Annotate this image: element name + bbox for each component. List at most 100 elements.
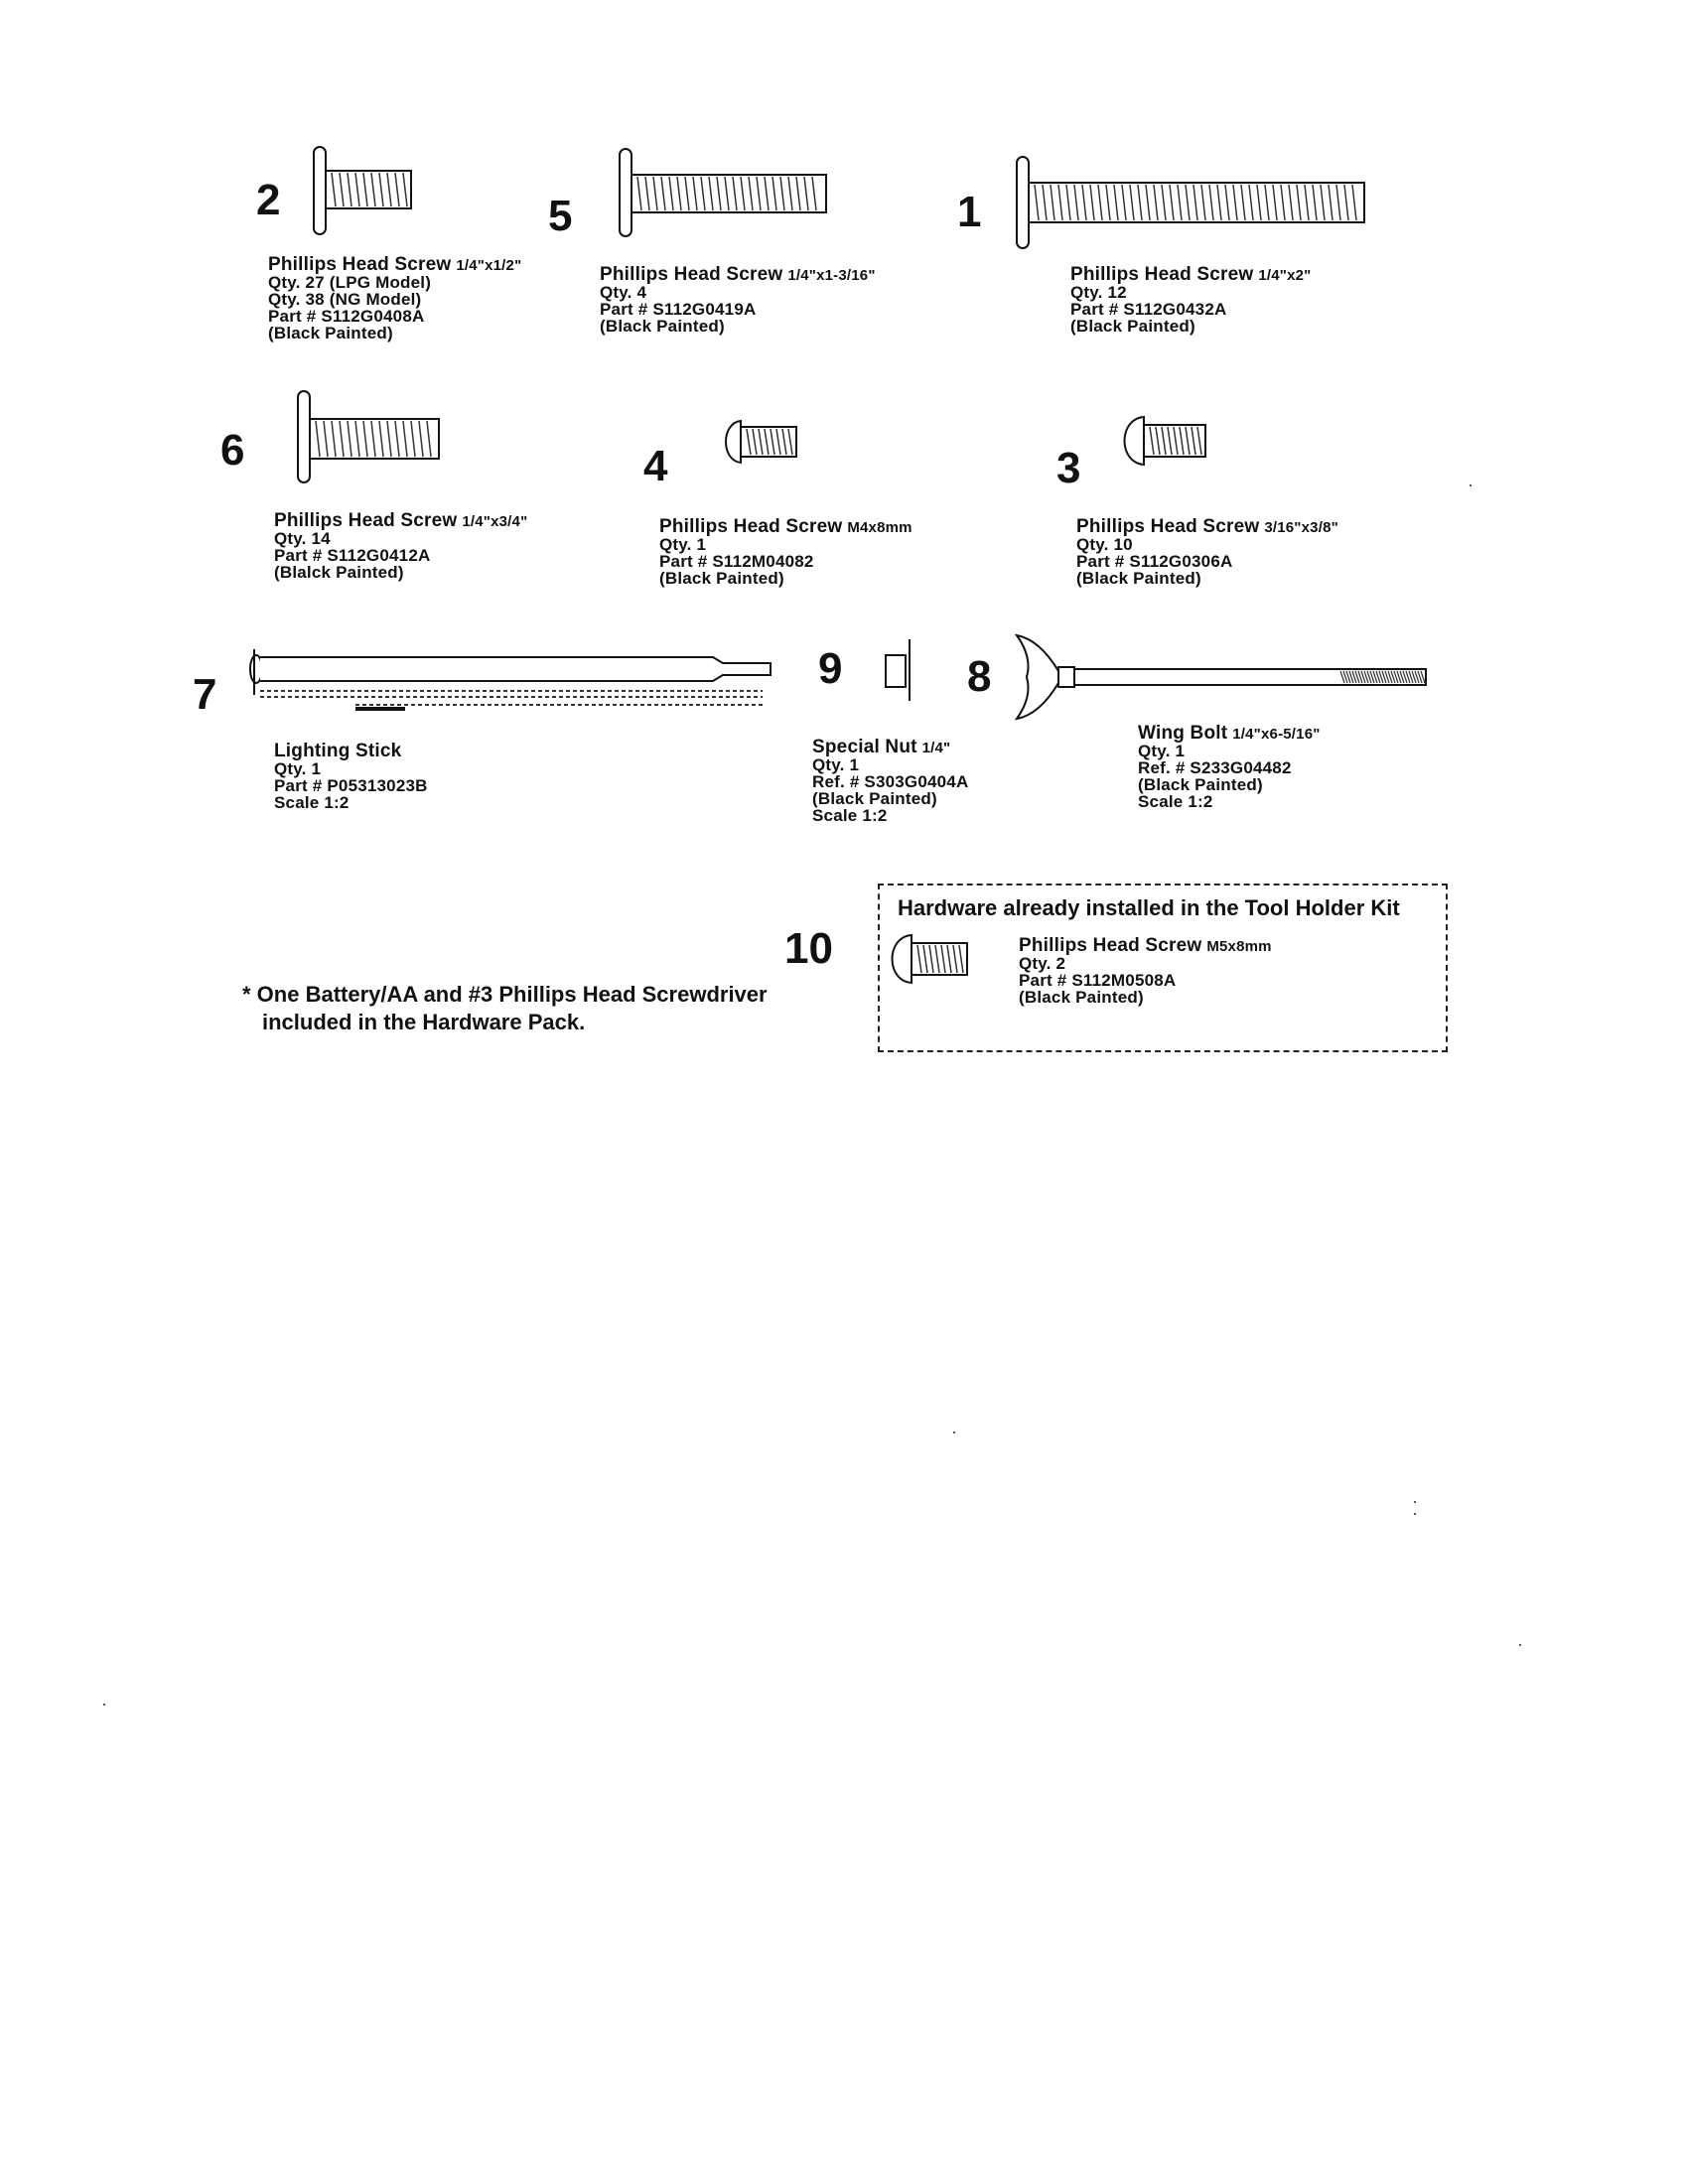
part-5-size: 1/4"x1-3/16" [787, 267, 876, 284]
thread-line [1351, 670, 1357, 684]
part-7-label: Lighting Stick Qty. 1 Part # P05313023B … [274, 741, 428, 811]
thread-line [1256, 184, 1262, 221]
scan-speck [1414, 1501, 1416, 1503]
thread-line [1113, 184, 1119, 221]
note-line-2: included in the Hardware Pack. [262, 1010, 586, 1034]
note-line-1: * One Battery/AA and #3 Phillips Head Sc… [242, 982, 768, 1007]
thread-line [1161, 184, 1167, 221]
thread-line [1196, 426, 1202, 456]
thread-line [758, 428, 764, 456]
part-6-title: Phillips Head Screw [274, 510, 458, 531]
part-1-title: Phillips Head Screw [1070, 264, 1254, 285]
part-4-line: (Black Painted) [659, 569, 784, 588]
part-3-line: Part # S112G0306A [1076, 552, 1233, 571]
part-number-8: 8 [967, 652, 992, 701]
hardware-note: * One Battery/AA and #3 Phillips Head Sc… [242, 981, 768, 1036]
thread-line [1296, 184, 1302, 221]
part-5-line: (Black Painted) [600, 317, 725, 336]
thread-line [746, 428, 752, 456]
part-3-title: Phillips Head Screw [1076, 516, 1260, 537]
part-7-line: Part # P05313023B [274, 776, 428, 795]
part-9-line: Ref. # S303G0404A [812, 772, 969, 791]
thread-line [1224, 184, 1230, 221]
part-1-label: Phillips Head Screw 1/4"x2" Qty. 12 Part… [1070, 264, 1312, 336]
thread-line [1073, 184, 1079, 221]
thread-line [764, 428, 770, 456]
thread-line [1280, 184, 1286, 221]
part-1-line: (Black Painted) [1070, 317, 1195, 336]
thread-line [1232, 184, 1238, 221]
thread-line [1179, 426, 1185, 456]
thread-line [426, 420, 432, 458]
thread-line [1097, 184, 1103, 221]
thread-line [1375, 670, 1381, 684]
part-2-line: Part # S112G0408A [268, 307, 425, 326]
part-8-title: Wing Bolt [1138, 723, 1228, 744]
part-10-line: (Black Painted) [1019, 988, 1144, 1007]
part-7-title: Lighting Stick [274, 741, 402, 761]
thread-line [1399, 670, 1405, 684]
thread-line [339, 420, 345, 458]
thread-line [1153, 184, 1159, 221]
thread-line [916, 944, 922, 974]
thread-line [1378, 670, 1384, 684]
part-6-size: 1/4"x3/4" [462, 513, 528, 530]
thread-line [1342, 670, 1348, 684]
thread-line [1304, 184, 1310, 221]
part-5-line: Qty. 4 [600, 283, 647, 302]
part-3-size: 3/16"x3/8" [1264, 519, 1338, 536]
part-3-line: (Black Painted) [1076, 569, 1201, 588]
thread-line [934, 944, 940, 974]
thread-line [940, 944, 946, 974]
scan-speck [1414, 1513, 1416, 1515]
thread-line [331, 420, 337, 458]
thread-line [1161, 426, 1167, 456]
thread-line [1348, 670, 1354, 684]
part-5-label: Phillips Head Screw 1/4"x1-3/16" Qty. 4 … [600, 265, 876, 336]
part-6-line: (Blalck Painted) [274, 563, 404, 582]
part-10-label: Phillips Head Screw M5x8mm Qty. 2 Part #… [1019, 936, 1272, 1007]
thread-line [323, 420, 329, 458]
thread-line [946, 944, 952, 974]
part-2-line: Qty. 27 (LPG Model) [268, 273, 432, 292]
thread-line [1248, 184, 1254, 221]
thread-line [1335, 184, 1341, 221]
thread-line [1402, 670, 1408, 684]
thread-line [752, 428, 758, 456]
screw-4-icon [725, 419, 797, 465]
thread-line [362, 420, 368, 458]
part-10-line: Qty. 2 [1019, 954, 1066, 973]
thread-line [1149, 426, 1155, 456]
special-nut-icon [885, 639, 911, 701]
thread-line [347, 420, 352, 458]
thread-line [1411, 670, 1417, 684]
thread-line [1185, 426, 1191, 456]
thread-line [1357, 670, 1363, 684]
thread-line [1208, 184, 1214, 221]
part-4-line: Part # S112M04082 [659, 552, 814, 571]
part-10-size: M5x8mm [1206, 938, 1272, 955]
part-4-title: Phillips Head Screw [659, 516, 843, 537]
thread-line [1042, 184, 1048, 221]
thread-line [1320, 184, 1326, 221]
thread-line [1384, 670, 1390, 684]
thread-line [1177, 184, 1183, 221]
screw-10-icon [891, 933, 968, 985]
wing-bolt-icon [1014, 633, 1427, 721]
thread-line [1343, 184, 1349, 221]
part-9-size: 1/4" [921, 740, 951, 756]
thread-line [770, 428, 775, 456]
thread-line [1185, 184, 1191, 221]
part-number-4: 4 [643, 442, 668, 490]
part-10-line: Part # S112M0508A [1019, 971, 1177, 990]
part-2-line: Qty. 38 (NG Model) [268, 290, 422, 309]
part-1-size: 1/4"x2" [1258, 267, 1312, 284]
thread-line [410, 420, 416, 458]
thread-line [1381, 670, 1387, 684]
part-number-7: 7 [193, 670, 217, 719]
thread-line [952, 944, 958, 974]
part-4-size: M4x8mm [847, 519, 912, 536]
part-8-line: Ref. # S233G04482 [1138, 758, 1292, 777]
screw-6-icon [297, 390, 440, 483]
part-number-2: 2 [256, 176, 281, 224]
